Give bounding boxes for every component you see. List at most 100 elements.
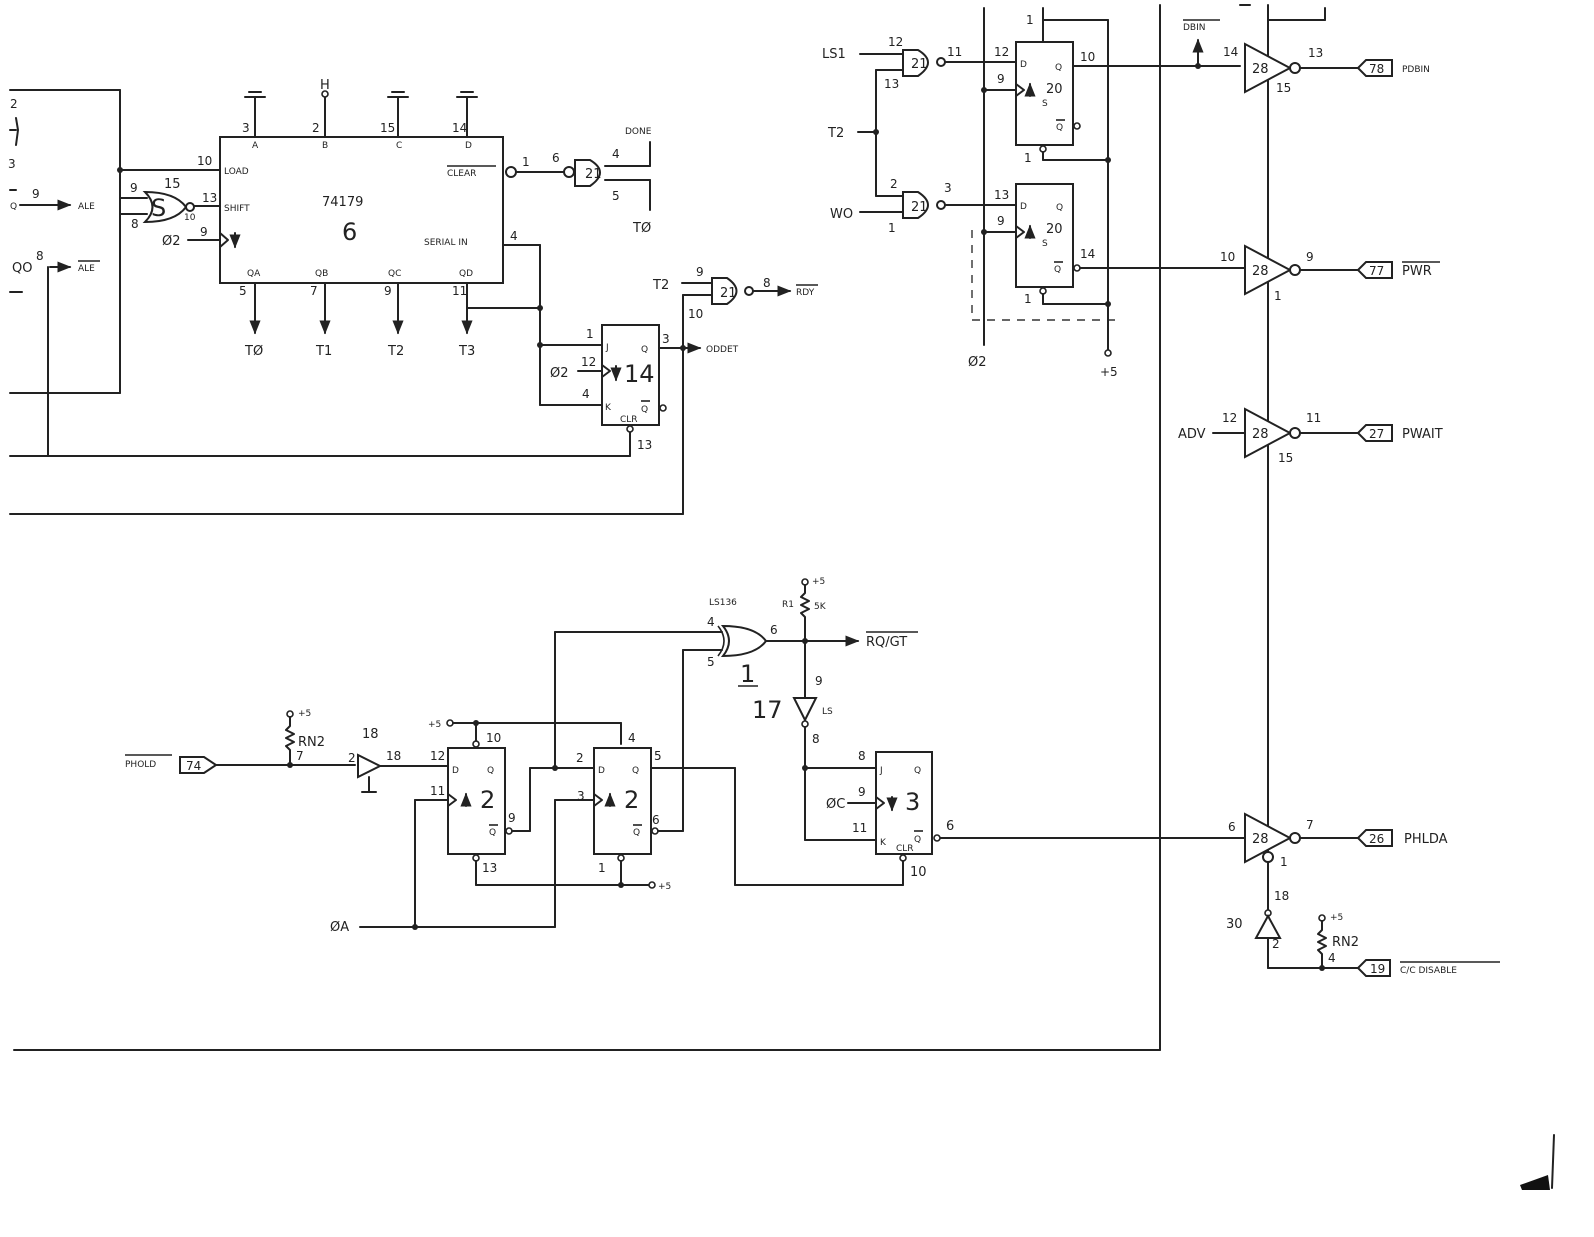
gate-ls1-pin-11: 11 <box>947 45 962 59</box>
flipflop-20a: 12 D 9 20 S Q Q 10 1 1 <box>994 7 1241 165</box>
buf1-pin-14: 14 <box>1223 45 1238 59</box>
t2-input: T2 <box>652 278 669 293</box>
rn2b-pin-4: 4 <box>1328 951 1336 965</box>
ff20a-ref: 20 <box>1046 82 1063 97</box>
t0-output: TØ <box>244 344 263 359</box>
t0-input: TØ <box>632 221 651 236</box>
rq-gt-label: RQ/GT <box>866 635 907 650</box>
flipflop-2a: 12 D 11 2 Q Q 9 10 13 <box>430 722 595 886</box>
gate-rdy-pin-9: 9 <box>696 265 704 279</box>
ic-74179-ref: 6 <box>342 218 357 246</box>
ff2a-pin-9: 9 <box>508 811 516 825</box>
ff14-k: K <box>605 403 612 413</box>
qb-pin-name: QB <box>315 269 328 279</box>
done-signal: DONE <box>625 127 652 137</box>
ff2a-d: D <box>452 766 459 776</box>
plus5-bus-label: +5 <box>1100 365 1118 379</box>
buf3-pin-12: 12 <box>1222 411 1237 425</box>
buf3-pin-15: 15 <box>1278 451 1293 465</box>
buf18-pin-18: 18 <box>386 749 401 763</box>
load-pin-name: LOAD <box>224 167 249 177</box>
ff14-pin-3: 3 <box>662 332 670 346</box>
inv17-ref: 17 <box>752 696 783 724</box>
pin-26-label: 26 <box>1369 832 1384 846</box>
flipflop-20b: 13 D 9 20 S Q Q 14 1 <box>994 183 1246 306</box>
ale-bar-out-label: ALE <box>78 264 95 274</box>
ff3-j: J <box>879 766 883 776</box>
pin-13-label: 13 <box>202 191 217 205</box>
ic-74179-part: 74179 <box>322 195 363 210</box>
plus5-rn2a: +5 <box>298 709 311 719</box>
plus5-ff2-bottom: +5 <box>658 882 671 892</box>
ff2a-qbar: Q <box>489 828 496 838</box>
ff2b-pin-3: 3 <box>577 789 585 803</box>
pin-5-label: 5 <box>239 284 247 298</box>
pin-14-label: 14 <box>452 121 467 135</box>
pin-7-label: 7 <box>310 284 318 298</box>
buffer-18: 2 18 18 <box>348 727 449 793</box>
gate-21-rdy: T2 9 10 21 8 RDY <box>652 265 818 321</box>
flipflop-2b: 2 D 3 2 Q Q 6 5 4 1 <box>554 649 904 886</box>
serial-in-pin-name: SERIAL IN <box>424 238 468 248</box>
xor-pin-4: 4 <box>707 615 715 629</box>
ff2a-pin-12: 12 <box>430 749 445 763</box>
inv17-pin-8: 8 <box>812 732 820 746</box>
gate-ls1-pin-12: 12 <box>888 35 903 49</box>
ff3-qbar: Q <box>914 835 921 845</box>
ls1-input: LS1 <box>822 47 846 62</box>
gate-21a-ref: 21 <box>585 167 602 182</box>
ff20b-pin-9: 9 <box>997 214 1005 228</box>
a-pin-name: A <box>252 141 259 151</box>
ff14-ref: 14 <box>624 360 655 388</box>
ff2b-pin-2: 2 <box>576 751 584 765</box>
qd-pin-name: QD <box>459 269 473 279</box>
ff2b-pin-4: 4 <box>628 731 636 745</box>
gate-rdy-pin-8: 8 <box>763 276 771 290</box>
left-pin-9: 9 <box>32 187 40 201</box>
gate-wo-pin-2: 2 <box>890 177 898 191</box>
buf3-ref: 28 <box>1252 427 1269 442</box>
xor-ref: 1 <box>740 660 755 688</box>
buf3-pin-11: 11 <box>1306 411 1321 425</box>
pwait-label: PWAIT <box>1402 427 1443 442</box>
buffer-28-pwait: ADV 12 28 15 11 27 PWAIT <box>1178 407 1443 465</box>
inv17-pin-9: 9 <box>815 674 823 688</box>
ff20a-d: D <box>1020 60 1027 70</box>
ff3-pin-11: 11 <box>852 821 867 835</box>
buf18-pin-2: 2 <box>348 751 356 765</box>
phlda-label: PHLDA <box>1404 832 1448 847</box>
inverter-17: 9 LS 17 8 <box>752 640 833 841</box>
corner-ink-mark <box>1520 1175 1550 1190</box>
pin-19-label: 19 <box>1370 962 1385 976</box>
t3-output: T3 <box>458 344 475 359</box>
rn2a-pin-7: 7 <box>296 749 304 763</box>
ff3-k: K <box>880 838 887 848</box>
pdbin-label: PDBIN <box>1402 65 1430 75</box>
r1-value: 5K <box>814 602 827 612</box>
ff3-pin-9: 9 <box>858 785 866 799</box>
ff14-pin-1: 1 <box>586 327 594 341</box>
gate-21-ls1: LS1 12 13 T2 21 11 <box>822 35 1017 197</box>
h-label: H <box>320 78 330 93</box>
pin-9b-label: 9 <box>384 284 392 298</box>
plus5-rail-top: +5 <box>1100 19 1118 379</box>
inv30-pin-2: 2 <box>1272 937 1280 951</box>
ff20a-pin-9: 9 <box>997 72 1005 86</box>
pin-27-label: 27 <box>1369 427 1384 441</box>
left-pin-3: 3 <box>8 157 16 171</box>
ff2b-pin-6: 6 <box>652 813 660 827</box>
gate-ls1-ref: 21 <box>911 57 928 72</box>
ff2a-pin-13: 13 <box>482 861 497 875</box>
ff14-pin-4: 4 <box>582 387 590 401</box>
ff20a-qbar: Q <box>1056 123 1063 133</box>
gate-wo-ref: 21 <box>911 200 928 215</box>
adv-input: ADV <box>1178 427 1206 442</box>
ff2b-ref: 2 <box>624 786 639 814</box>
left-edge-fragment: 2 3 9 Q ALE 8 QO ALE <box>8 89 121 293</box>
phold-label: PHOLD <box>125 760 156 770</box>
dbin-label: DBIN <box>1183 23 1206 33</box>
shift-pin-name: SHIFT <box>224 204 250 214</box>
ff3-ref: 3 <box>905 788 920 816</box>
q0-label: QO <box>12 261 32 276</box>
